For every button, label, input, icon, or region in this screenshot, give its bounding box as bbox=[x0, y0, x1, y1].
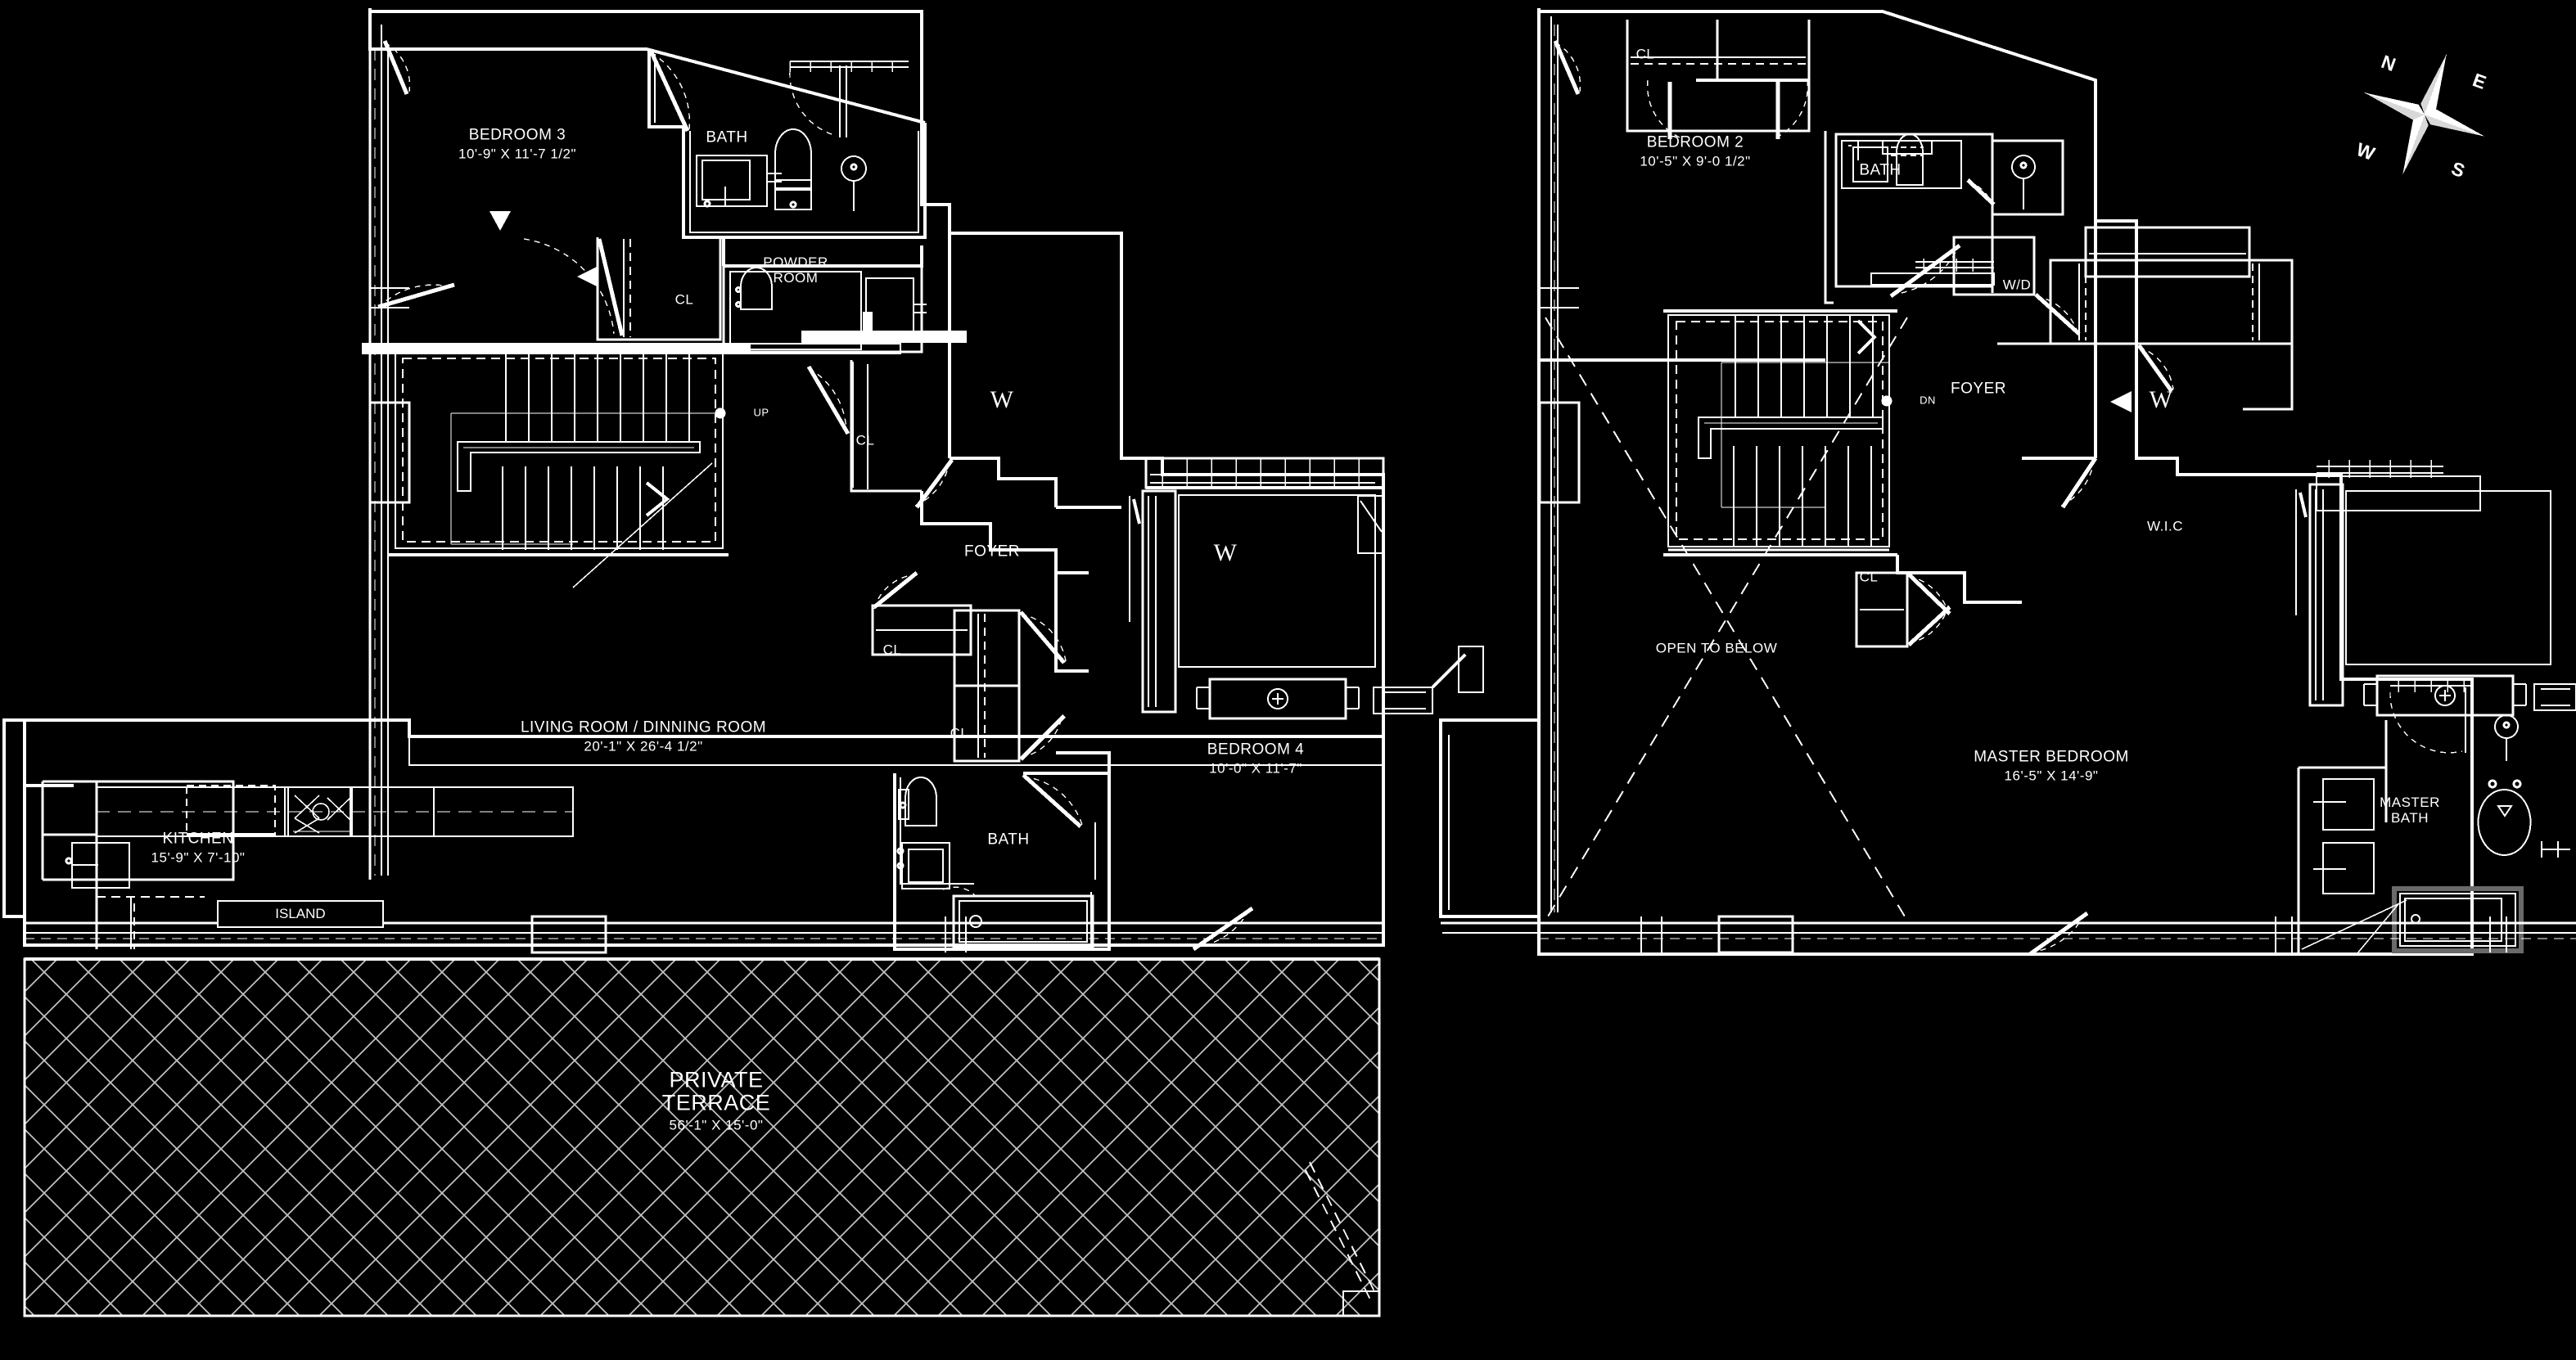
compass-rose-graphic bbox=[2364, 54, 2485, 175]
island-label: ISLAND bbox=[217, 900, 384, 928]
